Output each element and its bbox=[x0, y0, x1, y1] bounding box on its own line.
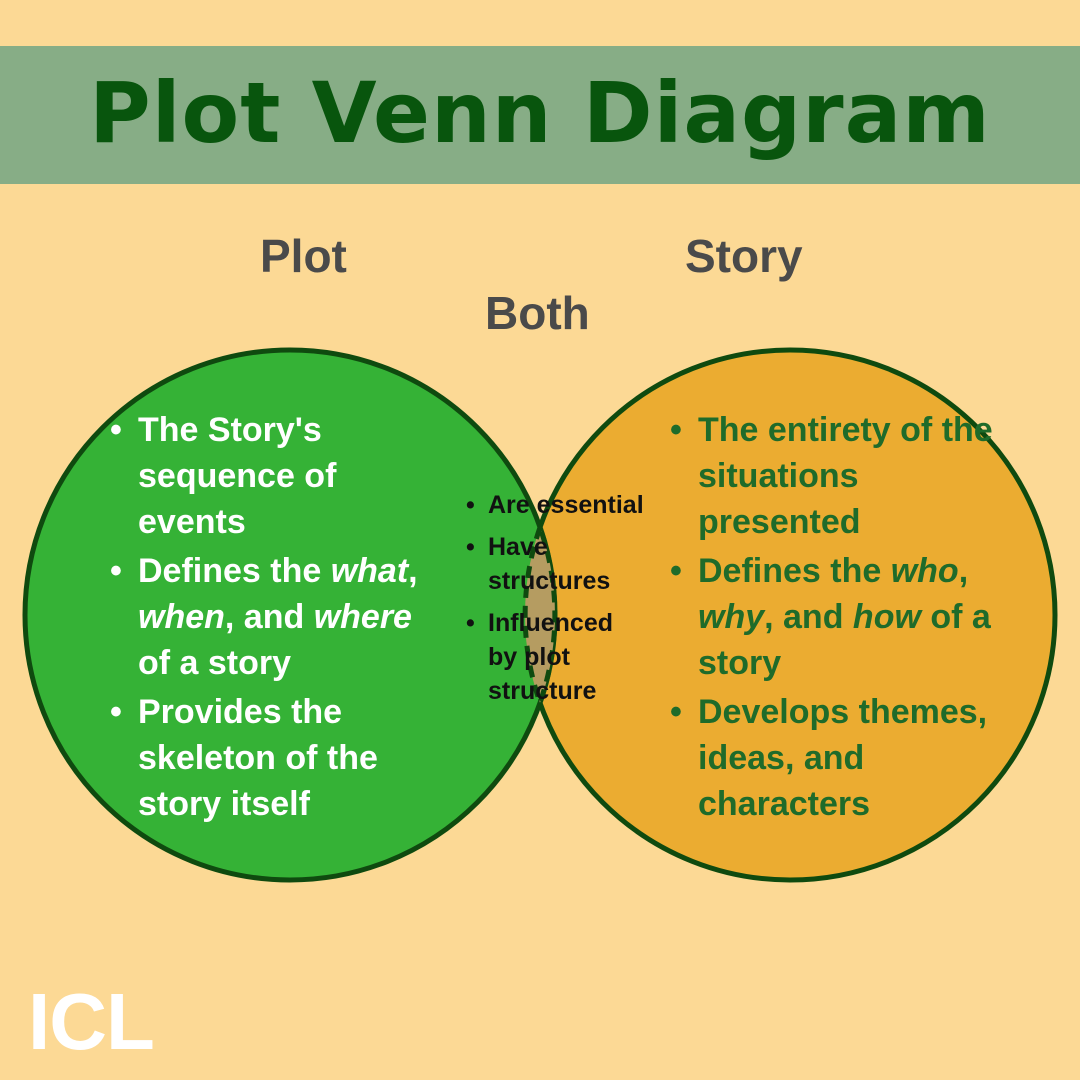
story-item: The entirety of the situations presented bbox=[670, 407, 998, 545]
plot-item: Defines the what, when, and where of a s… bbox=[110, 548, 438, 686]
plot-item: Provides the skeleton of the story itsel… bbox=[110, 689, 438, 827]
both-list: Are essentialHave structuresInfluenced b… bbox=[466, 488, 648, 716]
item-text: Are essential bbox=[488, 491, 644, 519]
story-list: The entirety of the situations presented… bbox=[670, 407, 998, 830]
story-label: Story bbox=[685, 230, 803, 282]
both-label: Both bbox=[485, 287, 590, 339]
item-text: Have structures bbox=[488, 533, 611, 595]
title-banner: Plot Venn Diagram bbox=[0, 46, 1080, 184]
item-text: , bbox=[408, 552, 418, 590]
story-item: Develops themes, ideas, and characters bbox=[670, 689, 998, 827]
item-text: Influenced by plot structure bbox=[488, 609, 614, 705]
item-text: The entirety of the situations presented bbox=[698, 411, 993, 541]
item-text: , bbox=[958, 552, 969, 590]
both-item: Influenced by plot structure bbox=[466, 606, 648, 708]
item-text: , and bbox=[224, 598, 314, 636]
item-text: Provides the skeleton of the story itsel… bbox=[138, 693, 378, 823]
story-item: Defines the who, why, and how of a story bbox=[670, 548, 998, 686]
both-item: Have structures bbox=[466, 530, 648, 598]
plot-item: The Story's sequence of events bbox=[110, 407, 438, 545]
item-text: Defines the bbox=[138, 552, 331, 590]
plot-label: Plot bbox=[260, 230, 347, 282]
item-text: why bbox=[698, 598, 765, 636]
both-item: Are essential bbox=[466, 488, 648, 522]
item-text: of a story bbox=[698, 598, 991, 682]
page-title: Plot Venn Diagram bbox=[89, 64, 991, 162]
item-text: where bbox=[313, 598, 412, 636]
item-text: Develops themes, ideas, and characters bbox=[698, 693, 988, 823]
item-text: Defines the bbox=[698, 552, 891, 590]
item-text: what bbox=[330, 552, 409, 590]
plot-list: The Story's sequence of eventsDefines th… bbox=[110, 407, 438, 830]
item-text: who bbox=[890, 552, 959, 590]
item-text: how bbox=[852, 598, 921, 636]
item-text: of a story bbox=[138, 644, 292, 682]
item-text: The Story's sequence of events bbox=[138, 411, 337, 541]
item-text: , and bbox=[764, 598, 853, 636]
icl-logo: ICL bbox=[28, 977, 155, 1066]
item-text: when bbox=[138, 598, 225, 636]
